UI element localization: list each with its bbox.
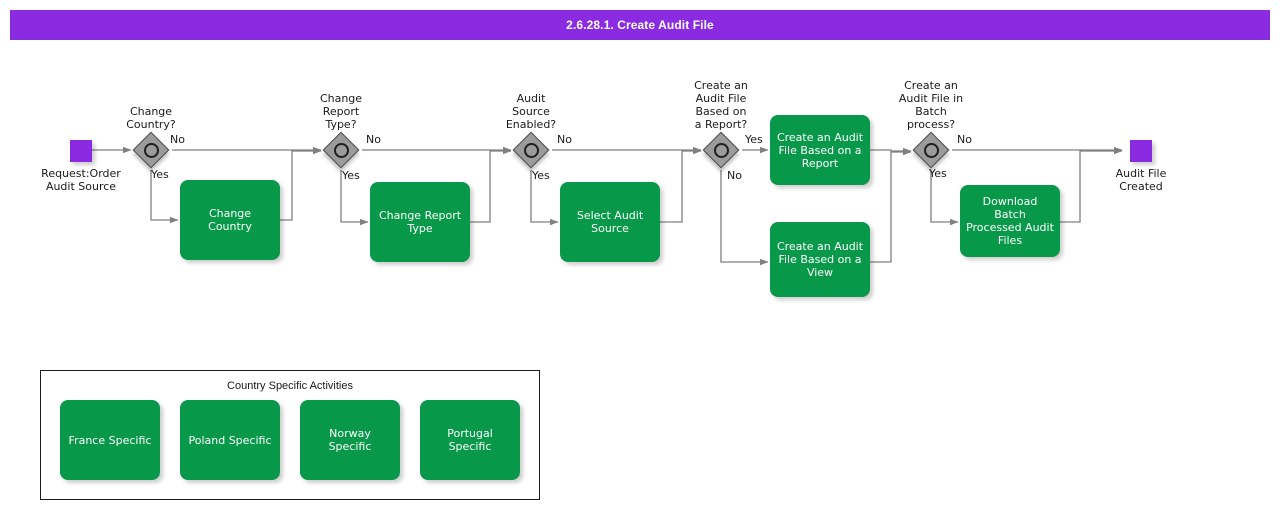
- flow-gw2-yes: [340, 170, 369, 226]
- gateway-label-change-country: Change Country?: [126, 105, 176, 131]
- flow-t6-merge: [1060, 147, 1123, 223]
- gateway-audit-file-based-on-report[interactable]: [702, 131, 740, 169]
- task-create-audit-file-based-on-report[interactable]: Create an Audit File Based on a Report: [770, 115, 870, 185]
- end-event-label: Audit File Created: [1115, 167, 1167, 193]
- task-portugal-specific[interactable]: Portugal Specific: [420, 400, 520, 480]
- gateway-inclusive-ring-icon: [713, 142, 729, 158]
- task-download-batch-processed-audit-files[interactable]: Download Batch Processed Audit Files: [960, 185, 1060, 257]
- flow-t1-merge: [280, 147, 322, 221]
- flow-label-gw3-no: No: [557, 133, 572, 146]
- flow-t5-to-gw5: [870, 148, 912, 263]
- gateway-label-audit-file-batch-process: Create an Audit File in Batch process?: [898, 79, 964, 131]
- flow-label-gw5-yes: Yes: [929, 167, 947, 180]
- flow-label-gw2-yes: Yes: [342, 169, 360, 182]
- gateway-label-audit-source-enabled: Audit Source Enabled?: [505, 92, 557, 131]
- gateway-audit-source-enabled[interactable]: [512, 131, 550, 169]
- flow-t3-merge: [660, 147, 702, 223]
- task-change-country[interactable]: Change Country: [180, 180, 280, 260]
- flow-t2-merge: [470, 147, 512, 223]
- flow-gw3-yes: [530, 170, 559, 226]
- gateway-label-change-report-type: Change Report Type?: [319, 92, 363, 131]
- gateway-change-country[interactable]: [132, 131, 170, 169]
- start-event[interactable]: [70, 140, 92, 162]
- flow-label-gw4-yes: Yes: [745, 133, 763, 146]
- gateway-inclusive-ring-icon: [143, 142, 159, 158]
- task-change-report-type[interactable]: Change Report Type: [370, 182, 470, 262]
- task-france-specific[interactable]: France Specific: [60, 400, 160, 480]
- flow-label-gw1-no: No: [170, 133, 185, 146]
- gateway-inclusive-ring-icon: [523, 142, 539, 158]
- task-poland-specific[interactable]: Poland Specific: [180, 400, 280, 480]
- gateway-change-report-type[interactable]: [322, 131, 360, 169]
- flow-gw1-yes: [150, 170, 179, 224]
- gateway-label-audit-file-based-on-report: Create an Audit File Based on a Report?: [694, 79, 748, 131]
- flow-gw5-yes: [930, 170, 959, 226]
- title-bar: 2.6.28.1. Create Audit File: [10, 10, 1270, 40]
- flow-label-gw1-yes: Yes: [151, 168, 169, 181]
- flow-label-gw4-no: No: [727, 169, 742, 182]
- flow-t4-to-gw5: [870, 147, 912, 155]
- flow-label-gw2-no: No: [366, 133, 381, 146]
- gateway-audit-file-batch-process[interactable]: [912, 131, 950, 169]
- flow-label-gw3-yes: Yes: [532, 169, 550, 182]
- flow-label-gw5-no: No: [957, 133, 972, 146]
- task-create-audit-file-based-on-view[interactable]: Create an Audit File Based on a View: [770, 222, 870, 297]
- gateway-inclusive-ring-icon: [333, 142, 349, 158]
- task-norway-specific[interactable]: Norway Specific: [300, 400, 400, 480]
- task-select-audit-source[interactable]: Select Audit Source: [560, 182, 660, 262]
- gateway-inclusive-ring-icon: [923, 142, 939, 158]
- page-title: 2.6.28.1. Create Audit File: [566, 18, 714, 32]
- end-event[interactable]: [1130, 140, 1152, 162]
- start-event-label: Request:Order Audit Source: [41, 167, 121, 193]
- group-title: Country Specific Activities: [227, 380, 353, 392]
- flow-gw4-no: [720, 170, 769, 266]
